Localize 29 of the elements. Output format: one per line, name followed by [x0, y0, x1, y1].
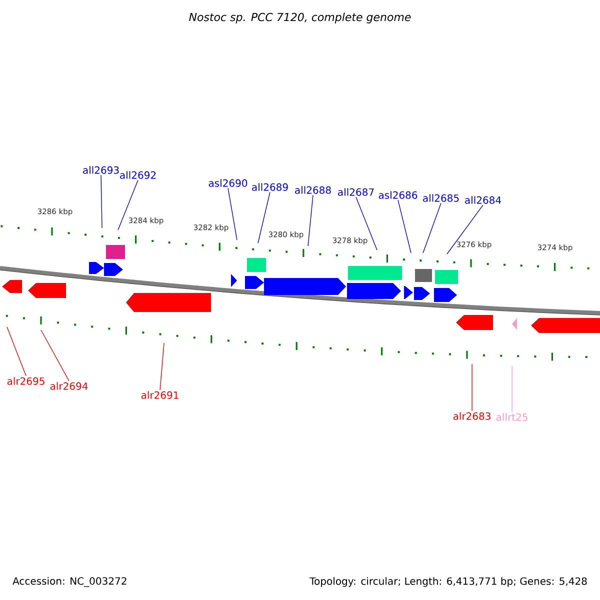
gene-label: alr2695 [7, 377, 44, 385]
gene-label: alr2691 [141, 391, 178, 399]
gene-label: asl2686 [378, 191, 418, 199]
leader-line [100, 174, 102, 228]
leader-line [308, 194, 314, 246]
leader-line [398, 200, 412, 254]
leader-line [446, 204, 484, 254]
gene-label: asl2690 [208, 179, 248, 187]
genome-info-text: Topology: circular; Length: 6,413,771 bp; Genes: 5,428 [310, 577, 587, 587]
gene-label: all2687 [338, 188, 374, 196]
leader-line [422, 202, 442, 254]
gene-label: all2688 [295, 186, 331, 194]
leader-line [118, 180, 138, 230]
gene-label: alr2683 [453, 412, 490, 420]
accession-text: Accession: NC_003272 [12, 577, 126, 587]
leader-line [356, 196, 378, 250]
leader-line [40, 330, 70, 382]
gene-label: alr2694 [50, 382, 88, 390]
leader-line [228, 188, 238, 240]
leader-line [160, 342, 164, 390]
leader-line [258, 192, 270, 244]
leader-line [6, 326, 26, 376]
gene-label: all2692 [120, 171, 156, 179]
gene-label: allrt25 [496, 413, 528, 421]
gene-label: all2693 [83, 166, 119, 174]
gene-label: all2685 [423, 194, 459, 202]
gene-label: all2689 [252, 183, 288, 191]
title: Nostoc sp. PCC 7120, complete genome [189, 12, 411, 24]
gene-label: all2684 [465, 196, 501, 204]
